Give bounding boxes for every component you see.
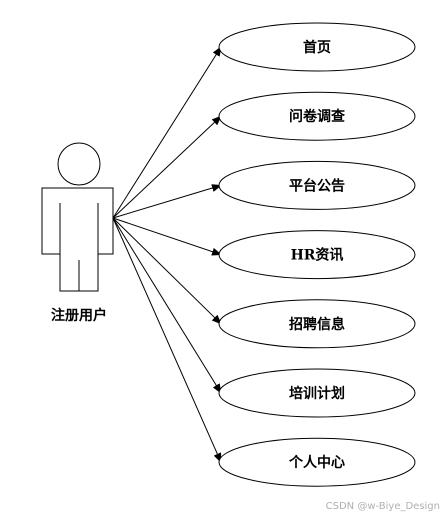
use-case-ellipse[interactable] bbox=[218, 22, 416, 72]
use-case[interactable]: 首页 bbox=[218, 22, 416, 72]
watermark: CSDN @w-Biye_Design bbox=[325, 501, 440, 512]
use-case-ellipse[interactable] bbox=[218, 91, 416, 141]
use-case[interactable]: 个人中心 bbox=[218, 437, 416, 487]
use-case-label: 首页 bbox=[303, 39, 331, 56]
use-case-label: HR资讯 bbox=[291, 247, 344, 264]
use-case-ellipse[interactable] bbox=[218, 299, 416, 349]
association-line bbox=[112, 46, 222, 219]
association-line bbox=[112, 184, 222, 219]
use-case[interactable]: HR资讯 bbox=[218, 230, 416, 280]
use-case[interactable]: 招聘信息 bbox=[218, 299, 416, 349]
use-case-label: 平台公告 bbox=[289, 177, 345, 194]
use-case-label: 个人中心 bbox=[288, 454, 345, 471]
use-case-label: 招聘信息 bbox=[289, 316, 345, 333]
use-case[interactable]: 平台公告 bbox=[218, 160, 416, 210]
use-case-ellipse[interactable] bbox=[218, 160, 416, 210]
actor-head bbox=[57, 142, 101, 186]
association-line bbox=[112, 217, 222, 256]
actor-body bbox=[41, 187, 114, 292]
use-case[interactable]: 培训计划 bbox=[218, 368, 416, 418]
use-case-ellipse[interactable] bbox=[218, 368, 416, 418]
association-line bbox=[112, 217, 222, 325]
use-case[interactable]: 问卷调查 bbox=[218, 91, 416, 141]
actor-label: 注册用户 bbox=[51, 307, 107, 324]
use-case-ellipse[interactable] bbox=[218, 437, 416, 487]
use-case-label: 培训计划 bbox=[289, 385, 345, 402]
association-line bbox=[112, 217, 222, 394]
association-line bbox=[112, 115, 222, 219]
association-line bbox=[112, 217, 222, 464]
association-lines bbox=[112, 46, 222, 464]
actor-figure bbox=[41, 142, 114, 292]
use-case-ellipse[interactable] bbox=[218, 230, 416, 280]
use-case-label: 问卷调查 bbox=[289, 108, 346, 125]
